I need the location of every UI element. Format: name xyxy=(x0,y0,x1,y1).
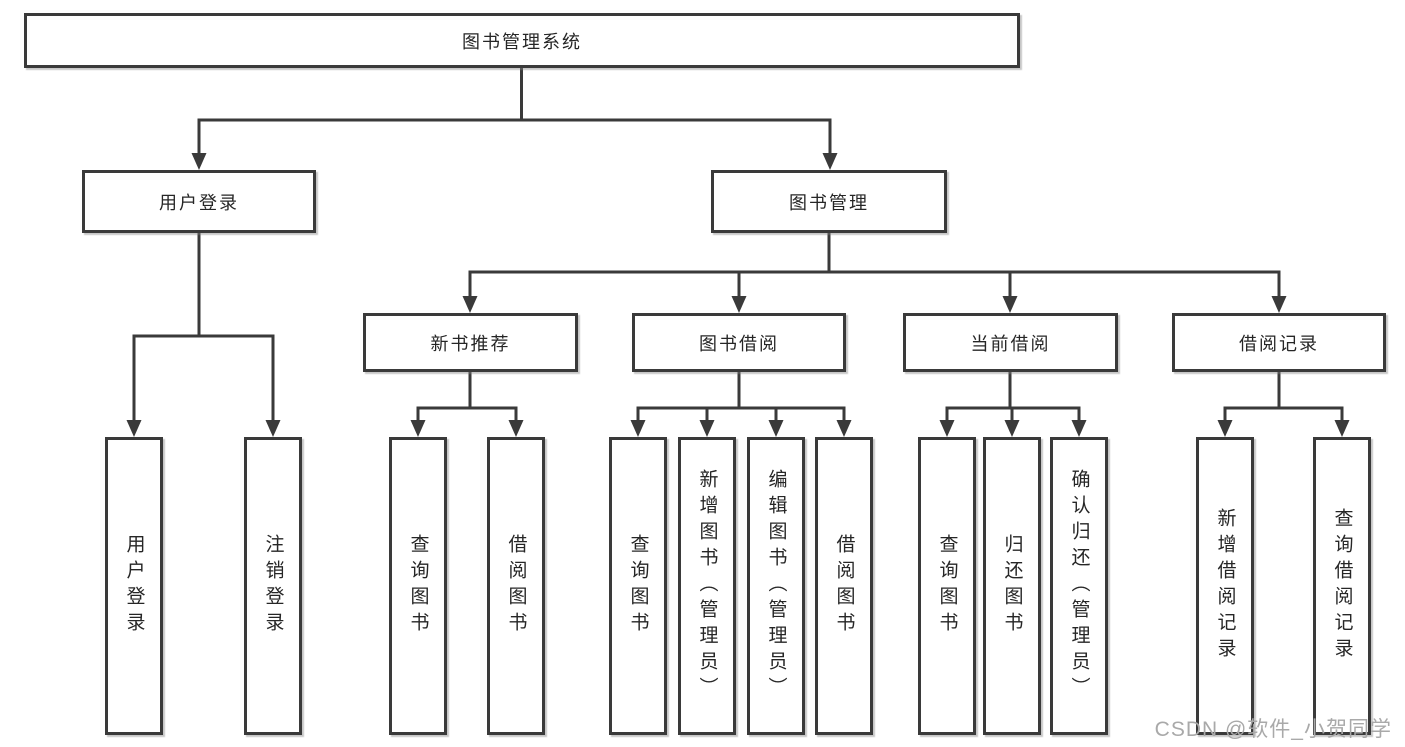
leaf-query-books-borrow: 查询图书 xyxy=(609,437,667,735)
node-new-book-recommend-label: 新书推荐 xyxy=(430,333,511,354)
leaf-user-login: 用户登录 xyxy=(105,437,163,735)
node-borrow-records: 借阅记录 xyxy=(1172,313,1386,372)
leaf-return-book-label: 归还图书 xyxy=(1001,534,1023,638)
leaf-return-book: 归还图书 xyxy=(983,437,1041,735)
node-book-borrow-label: 图书借阅 xyxy=(699,333,779,354)
leaf-query-books-current: 查询图书 xyxy=(918,437,976,735)
leaf-edit-book-admin-label: 编辑图书（管理员） xyxy=(765,469,787,703)
node-new-book-recommend: 新书推荐 xyxy=(363,313,578,372)
leaf-edit-book-admin: 编辑图书（管理员） xyxy=(747,437,805,735)
node-book-borrow: 图书借阅 xyxy=(632,313,846,372)
leaf-borrow-books-borrow: 借阅图书 xyxy=(815,437,873,735)
node-user-login-label: 用户登录 xyxy=(159,192,239,213)
node-book-management-label: 图书管理 xyxy=(789,192,869,213)
node-root: 图书管理系统 xyxy=(24,13,1020,68)
leaf-logout: 注销登录 xyxy=(244,437,302,735)
leaf-query-borrow-record-label: 查询借阅记录 xyxy=(1331,508,1353,664)
leaf-borrow-books-recommend: 借阅图书 xyxy=(487,437,545,735)
node-root-label: 图书管理系统 xyxy=(462,31,582,52)
node-current-borrow: 当前借阅 xyxy=(903,313,1118,372)
leaf-add-book-admin-label: 新增图书（管理员） xyxy=(696,469,718,703)
leaf-confirm-return-admin: 确认归还（管理员） xyxy=(1050,437,1108,735)
node-borrow-records-label: 借阅记录 xyxy=(1239,333,1319,354)
leaf-add-borrow-record-label: 新增借阅记录 xyxy=(1214,508,1236,664)
leaf-borrow-books-recommend-label: 借阅图书 xyxy=(505,534,527,638)
leaf-user-login-label: 用户登录 xyxy=(123,534,145,638)
leaf-confirm-return-admin-label: 确认归还（管理员） xyxy=(1068,469,1090,703)
watermark: CSDN @软件_小贺同学 xyxy=(1154,718,1392,741)
leaf-query-books-borrow-label: 查询图书 xyxy=(627,534,649,638)
node-user-login: 用户登录 xyxy=(82,170,316,233)
leaf-query-books-current-label: 查询图书 xyxy=(936,534,958,638)
leaf-query-books-recommend-label: 查询图书 xyxy=(407,534,429,638)
leaf-add-book-admin: 新增图书（管理员） xyxy=(678,437,736,735)
node-current-borrow-label: 当前借阅 xyxy=(970,333,1051,354)
leaf-query-books-recommend: 查询图书 xyxy=(389,437,447,735)
leaf-query-borrow-record: 查询借阅记录 xyxy=(1313,437,1371,735)
node-book-management: 图书管理 xyxy=(711,170,947,233)
leaf-borrow-books-borrow-label: 借阅图书 xyxy=(833,534,855,638)
leaf-logout-label: 注销登录 xyxy=(262,534,284,638)
leaf-add-borrow-record: 新增借阅记录 xyxy=(1196,437,1254,735)
